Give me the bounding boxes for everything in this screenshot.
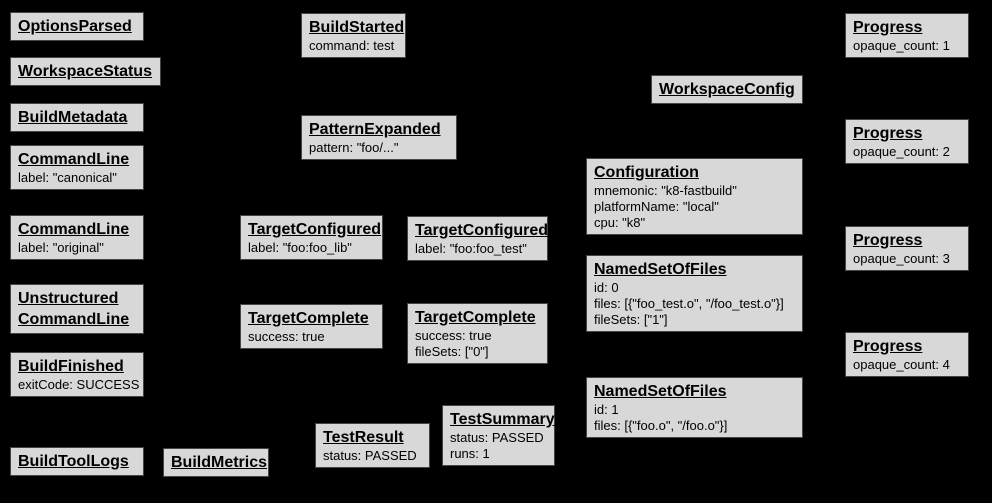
event-box-progress-2: Progress opaque_count: 2 bbox=[845, 119, 969, 164]
event-title: TestSummary bbox=[450, 411, 555, 428]
event-field: status: PASSED bbox=[450, 430, 544, 445]
event-title: BuildToolLogs bbox=[18, 453, 129, 470]
event-box-progress-4: Progress opaque_count: 4 bbox=[845, 332, 969, 377]
event-field: platformName: "local" bbox=[594, 199, 719, 214]
event-box-build-started: BuildStarted command: test bbox=[301, 13, 406, 58]
event-title: BuildMetrics bbox=[171, 454, 268, 471]
event-box-workspace-status: WorkspaceStatus bbox=[10, 57, 161, 86]
event-title: CommandLine bbox=[18, 311, 130, 328]
event-field: success: true bbox=[415, 328, 492, 343]
event-field: opaque_count: 2 bbox=[853, 144, 950, 159]
event-box-command-line-canonical: CommandLine label: "canonical" bbox=[10, 145, 144, 190]
event-title: WorkspaceConfig bbox=[659, 81, 795, 98]
event-field: mnemonic: "k8-fastbuild" bbox=[594, 183, 737, 198]
event-title: TargetConfigured bbox=[415, 222, 549, 239]
event-field: command: test bbox=[309, 38, 395, 53]
event-title: TargetConfigured bbox=[248, 221, 382, 238]
event-title: Progress bbox=[853, 232, 923, 249]
event-title: Configuration bbox=[594, 164, 699, 181]
event-title: NamedSetOfFiles bbox=[594, 383, 727, 400]
event-field: success: true bbox=[248, 329, 325, 344]
event-title: BuildMetadata bbox=[18, 109, 128, 126]
event-field: opaque_count: 4 bbox=[853, 357, 950, 372]
event-field: fileSets: ["0"] bbox=[415, 344, 489, 359]
event-title: CommandLine bbox=[18, 151, 130, 168]
event-field: label: "foo:foo_lib" bbox=[248, 240, 352, 255]
event-title: Progress bbox=[853, 338, 923, 355]
event-field: pattern: "foo/..." bbox=[309, 140, 399, 155]
event-title: Unstructured bbox=[18, 290, 119, 307]
event-field: id: 0 bbox=[594, 280, 619, 295]
event-title: Progress bbox=[853, 19, 923, 36]
event-title: TargetComplete bbox=[248, 310, 369, 327]
event-field: label: "canonical" bbox=[18, 170, 117, 185]
event-title: CommandLine bbox=[18, 221, 130, 238]
event-title: BuildStarted bbox=[309, 19, 405, 36]
event-title: WorkspaceStatus bbox=[18, 63, 152, 80]
event-box-progress-3: Progress opaque_count: 3 bbox=[845, 226, 969, 271]
event-field: opaque_count: 1 bbox=[853, 38, 950, 53]
event-box-configuration: Configuration mnemonic: "k8-fastbuild"pla… bbox=[586, 158, 803, 235]
event-field: files: [{"foo.o", "/foo.o"}] bbox=[594, 418, 728, 433]
event-box-progress-1: Progress opaque_count: 1 bbox=[845, 13, 969, 58]
event-field: status: PASSED bbox=[323, 448, 417, 463]
event-field: label: "original" bbox=[18, 240, 104, 255]
event-field: cpu: "k8" bbox=[594, 215, 646, 230]
event-box-target-configured-foo-lib: TargetConfigured label: "foo:foo_lib" bbox=[240, 215, 383, 260]
event-field: runs: 1 bbox=[450, 446, 490, 461]
event-box-pattern-expanded: PatternExpanded pattern: "foo/..." bbox=[301, 115, 457, 160]
event-box-options-parsed: OptionsParsed bbox=[10, 12, 144, 41]
event-title: TargetComplete bbox=[415, 309, 536, 326]
event-box-test-result: TestResult status: PASSED bbox=[315, 423, 430, 468]
event-box-build-tool-logs: BuildToolLogs bbox=[10, 447, 144, 476]
event-title: TestResult bbox=[323, 429, 404, 446]
event-field: opaque_count: 3 bbox=[853, 251, 950, 266]
event-box-build-metadata: BuildMetadata bbox=[10, 103, 144, 132]
event-field: id: 1 bbox=[594, 402, 619, 417]
event-box-target-complete-foo-lib: TargetComplete success: true bbox=[240, 304, 383, 349]
event-title: BuildFinished bbox=[18, 358, 124, 375]
event-title: Progress bbox=[853, 125, 923, 142]
event-title: PatternExpanded bbox=[309, 121, 441, 138]
event-box-build-metrics: BuildMetrics bbox=[163, 448, 269, 477]
event-box-workspace-config: WorkspaceConfig bbox=[651, 75, 803, 104]
event-title: OptionsParsed bbox=[18, 18, 132, 35]
event-field: label: "foo:foo_test" bbox=[415, 241, 527, 256]
event-box-build-finished: BuildFinished exitCode: SUCCESS bbox=[10, 352, 144, 397]
event-field: exitCode: SUCCESS bbox=[18, 377, 140, 392]
event-title: NamedSetOfFiles bbox=[594, 261, 727, 278]
event-box-command-line-original: CommandLine label: "original" bbox=[10, 215, 144, 260]
event-field: files: [{"foo_test.o", "/foo_test.o"}] bbox=[594, 296, 784, 311]
event-field: fileSets: ["1"] bbox=[594, 312, 668, 327]
event-box-target-configured-foo-test: TargetConfigured label: "foo:foo_test" bbox=[407, 216, 548, 261]
